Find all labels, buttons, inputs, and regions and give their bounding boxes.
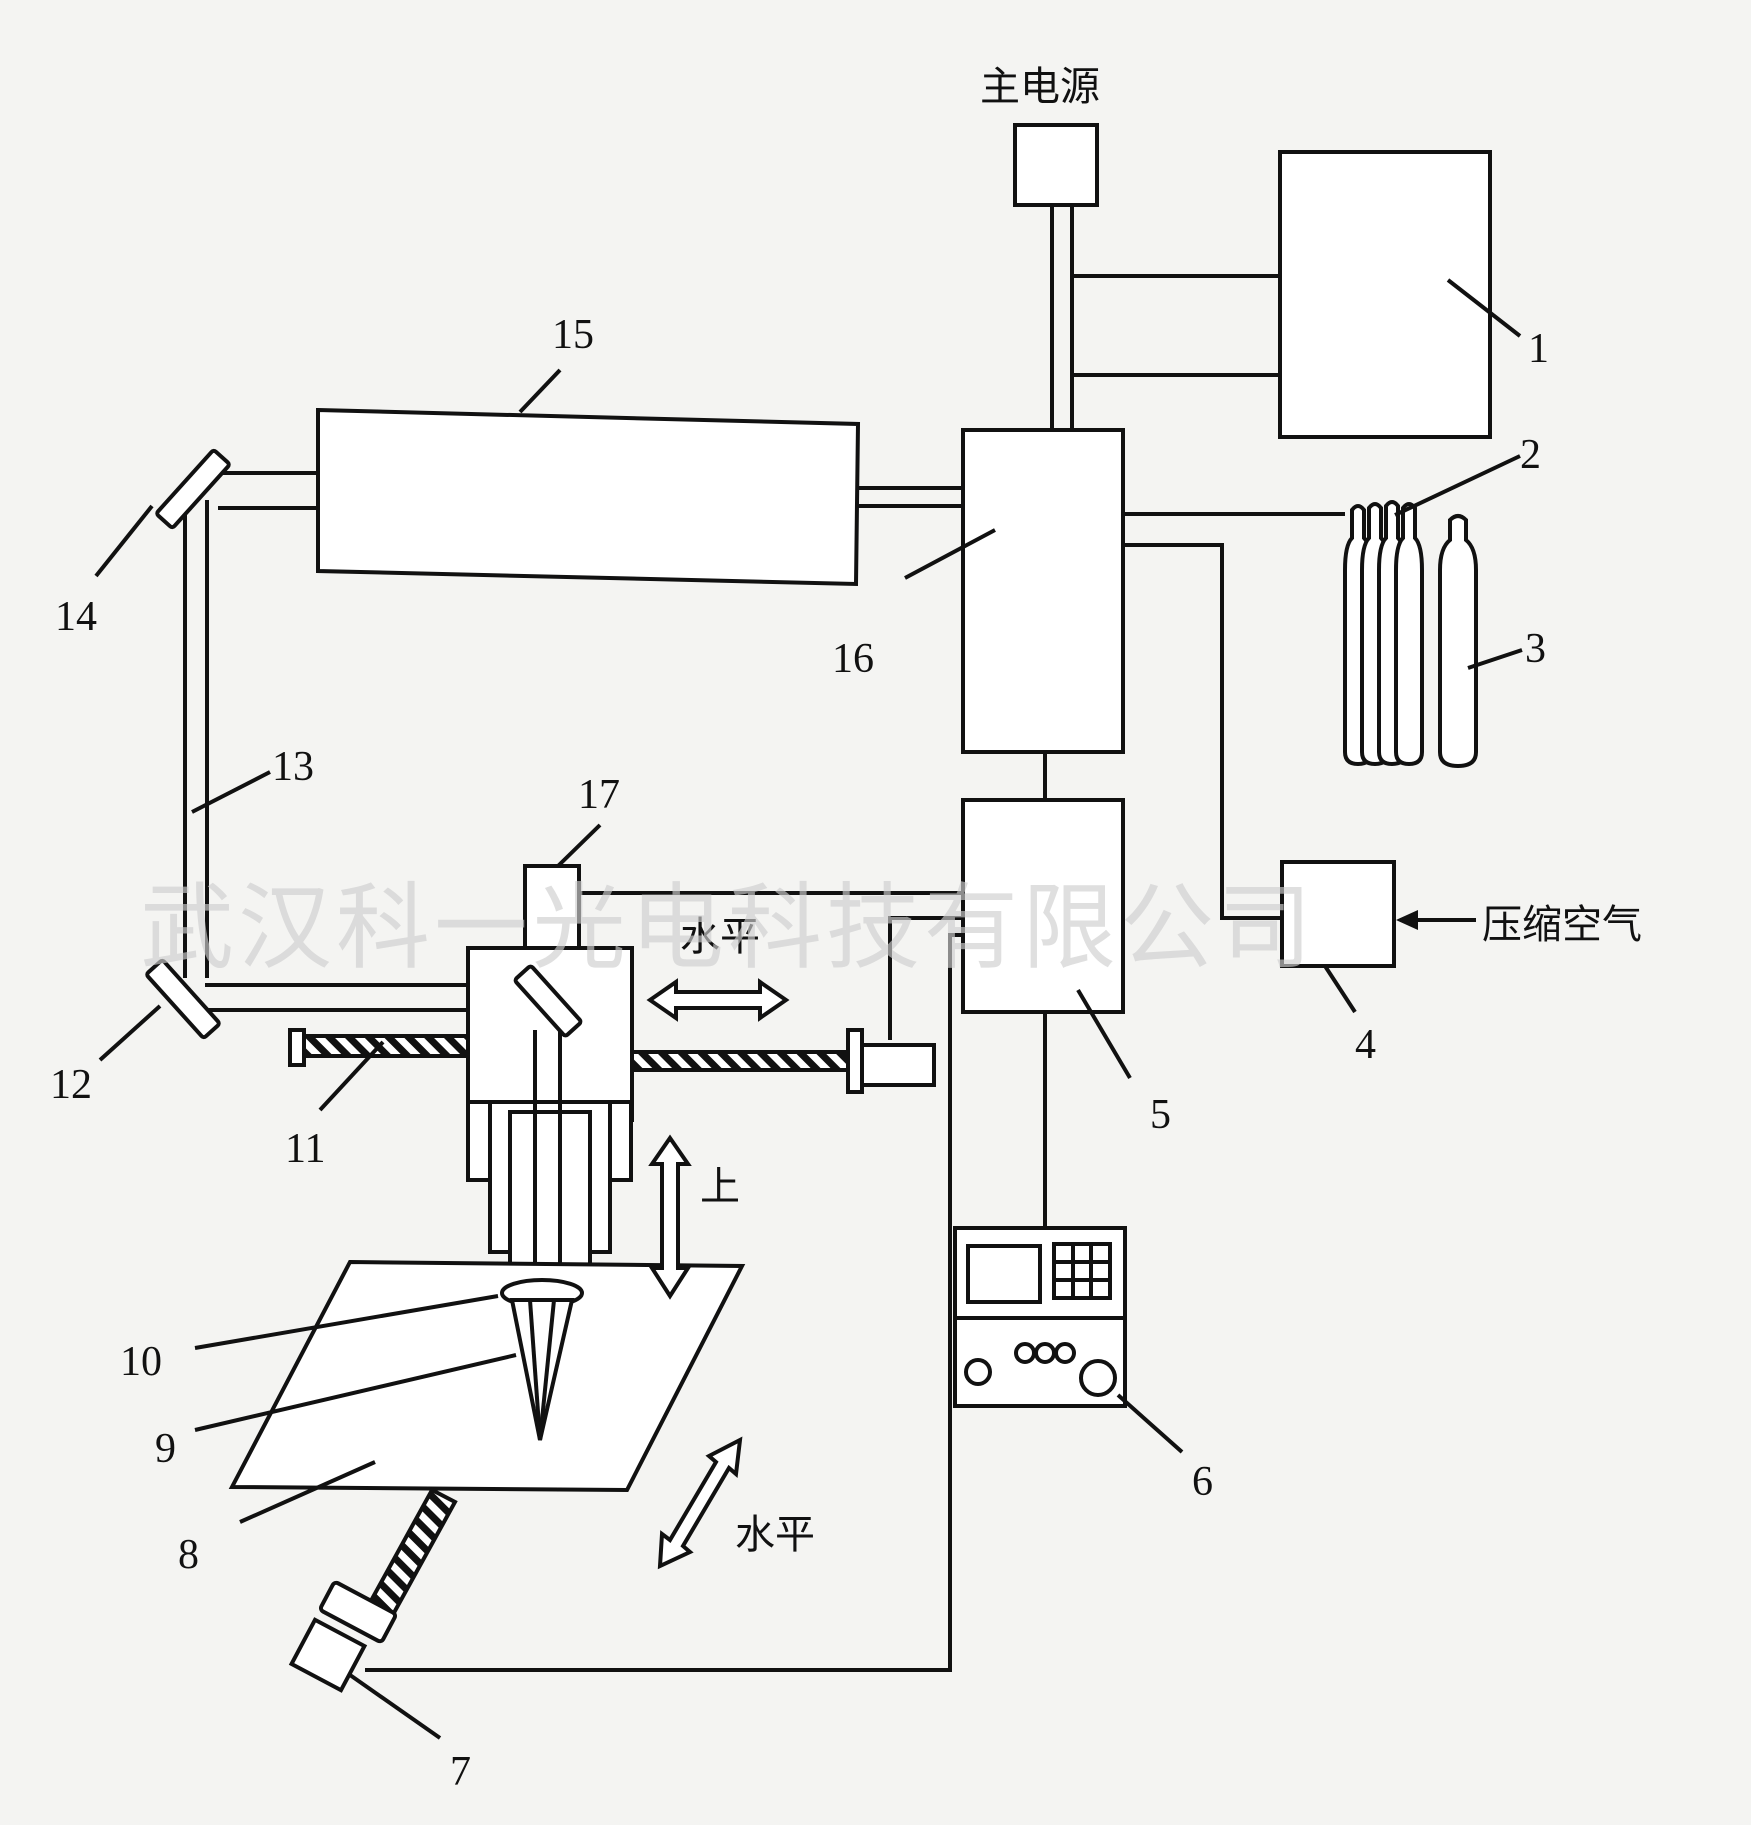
- horizontal-arrow-bottom: [657, 1436, 743, 1570]
- component-1-box: [1278, 150, 1492, 439]
- label-9: 9: [155, 1426, 176, 1472]
- watermark: 武汉科一光电科技有限公司: [140, 874, 1316, 983]
- label-1: 1: [1528, 326, 1549, 372]
- motor-11: [860, 1043, 936, 1087]
- label-2: 2: [1520, 432, 1541, 478]
- label-12: 12: [50, 1062, 92, 1108]
- label-4: 4: [1355, 1022, 1376, 1068]
- label-10: 10: [120, 1339, 162, 1385]
- label-17: 17: [578, 772, 620, 818]
- label-horizontal-bottom: 水平: [735, 1512, 815, 1558]
- gas-cylinders-2: [1394, 502, 1424, 767]
- main-power-box: [1013, 123, 1099, 207]
- label-8: 8: [178, 1532, 199, 1578]
- label-7: 7: [450, 1749, 471, 1795]
- label-3: 3: [1525, 626, 1546, 672]
- mirror-12: [145, 958, 221, 1040]
- mirror-14: [155, 448, 231, 530]
- component-16-box: [961, 428, 1125, 754]
- motor-7: [288, 1617, 368, 1693]
- gas-cylinder-3: [1438, 514, 1478, 769]
- laser-beam-9: [509, 1298, 575, 1441]
- label-16: 16: [832, 636, 874, 682]
- label-horizontal-top: 水平: [680, 914, 760, 960]
- component-15-laser: [316, 407, 861, 587]
- vertical-arrow: [648, 1134, 692, 1300]
- component-4-box: [1280, 860, 1396, 968]
- component-17-sensor: [523, 864, 581, 950]
- label-11: 11: [285, 1126, 325, 1172]
- label-compressed-air: 压缩空气: [1482, 902, 1642, 948]
- label-main-power: 主电源: [980, 64, 1100, 110]
- label-6: 6: [1192, 1459, 1213, 1505]
- label-5: 5: [1150, 1092, 1171, 1138]
- label-15: 15: [552, 312, 594, 358]
- label-14: 14: [55, 594, 97, 640]
- horizontal-arrow-top: [646, 978, 790, 1022]
- label-up: 上: [700, 1164, 740, 1210]
- label-13: 13: [272, 744, 314, 790]
